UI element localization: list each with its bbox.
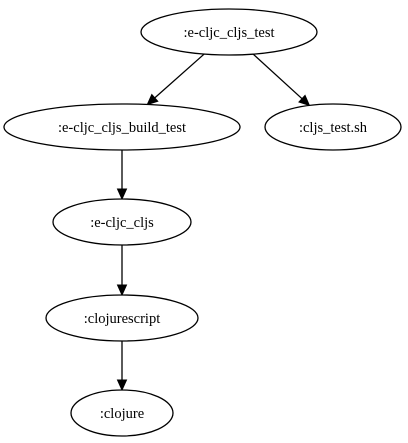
node-e-cljc-cljs-build-test: :e-cljc_cljs_build_test (3, 103, 241, 151)
edges-layer (116, 53, 311, 392)
node-ellipse (3, 103, 241, 151)
node-ellipse (45, 294, 199, 342)
node-ellipse (264, 103, 402, 151)
arrowhead-icon (298, 94, 311, 107)
edge-line (252, 53, 303, 100)
node-label: :clojurescript (84, 311, 161, 327)
edge-e-cljc-cljs-test-to-e-cljc-cljs-build-test (146, 53, 205, 106)
node-label: :clojure (100, 406, 144, 422)
arrowhead-icon (116, 379, 128, 392)
edge-e-cljc-cljs-test-to-cljs-test-sh (252, 53, 311, 107)
arrowhead-icon (146, 93, 159, 106)
nodes-layer: :e-cljc_cljs_test :e-cljc_cljs_build_test… (3, 8, 402, 437)
edge-e-cljc-cljs-to-clojurescript (116, 245, 128, 297)
node-ellipse (140, 8, 318, 56)
node-label: :e-cljc_cljs_test (184, 25, 275, 41)
edge-line (154, 53, 205, 99)
edge-e-cljc-cljs-build-test-to-e-cljc-cljs (116, 150, 128, 201)
arrowhead-icon (116, 188, 128, 201)
node-clojurescript: :clojurescript (45, 294, 199, 342)
node-ellipse (70, 389, 174, 437)
node-e-cljc-cljs-test: :e-cljc_cljs_test (140, 8, 318, 56)
node-cljs-test-sh: :cljs_test.sh (264, 103, 402, 151)
node-e-cljc-cljs: :e-cljc_cljs (52, 198, 192, 246)
arrowhead-icon (116, 284, 128, 297)
node-label: :e-cljc_cljs (90, 215, 154, 231)
node-label: :e-cljc_cljs_build_test (58, 120, 186, 136)
node-clojure: :clojure (70, 389, 174, 437)
node-ellipse (52, 198, 192, 246)
node-label: :cljs_test.sh (299, 120, 368, 136)
edge-clojurescript-to-clojure (116, 341, 128, 392)
